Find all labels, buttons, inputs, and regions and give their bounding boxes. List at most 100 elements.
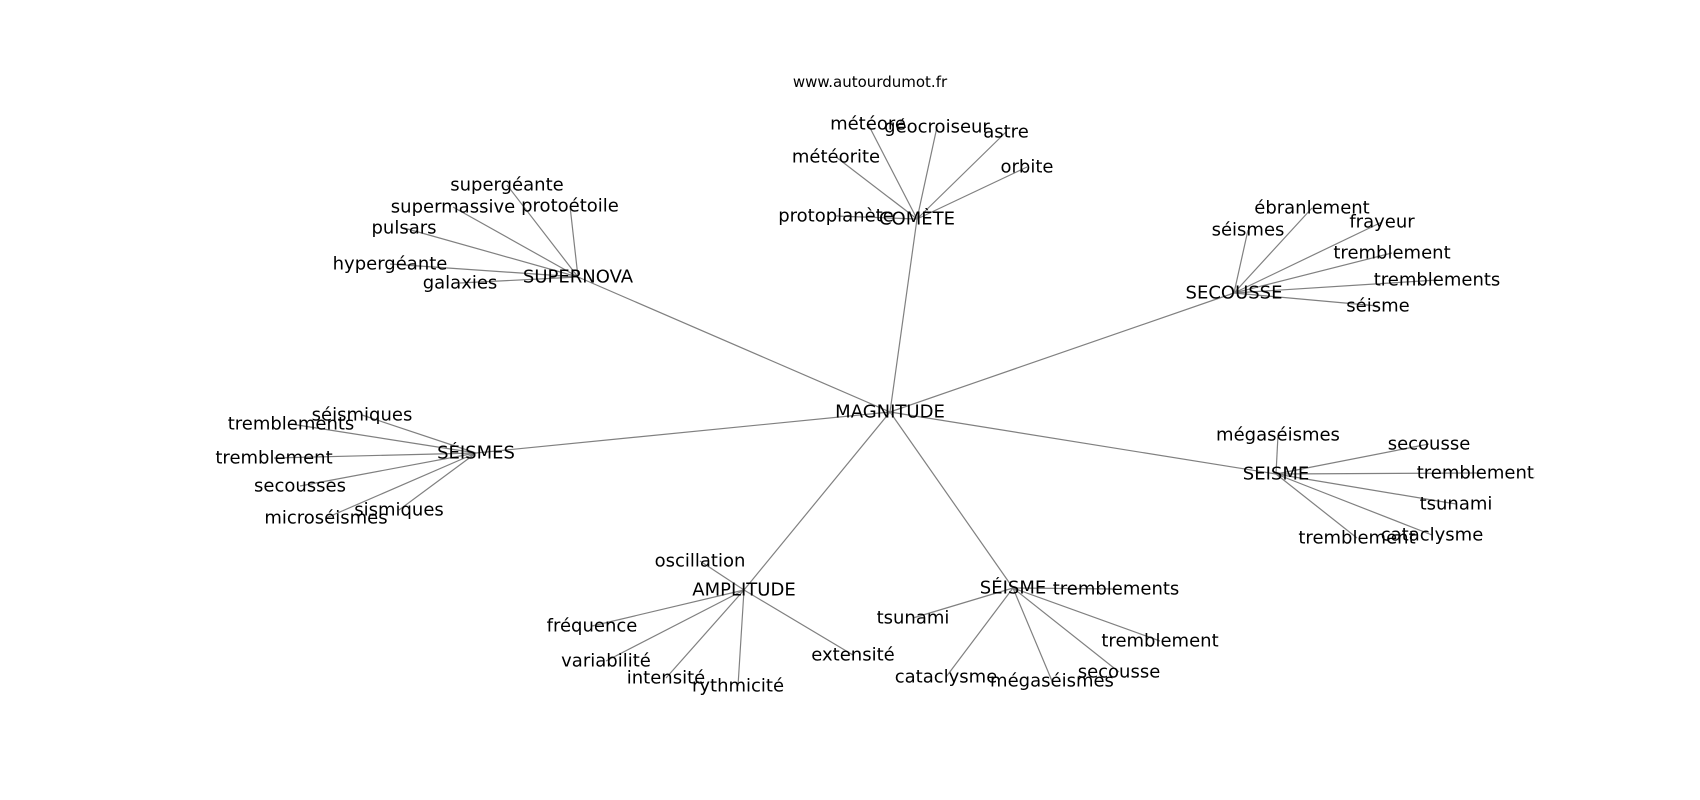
edge-hub-leaf [945, 587, 1014, 678]
leaf-node: astre [983, 122, 1029, 143]
edge-hub-leaf [506, 184, 579, 278]
leaf-node: protoplanète [778, 206, 894, 227]
edge-hub-leaf [867, 123, 918, 220]
labels: MAGNITUDESUPERNOVAsupergéantesupermassiv… [215, 114, 1544, 697]
leaf-node: intensité [627, 668, 705, 689]
hub-node: SUPERNOVA [523, 267, 634, 288]
edge-hub-leaf [1275, 473, 1433, 536]
leaf-node: secousses [254, 476, 346, 497]
edge-hub-leaf [1275, 473, 1457, 505]
leaf-node: tremblements [228, 414, 355, 435]
edge-hub-leaf [1012, 587, 1053, 682]
leaf-node: tremblement [1101, 631, 1218, 652]
leaf-node: cataclysme [895, 667, 998, 688]
edge-hub-leaf [1012, 587, 1161, 642]
edge-hub-leaf [1233, 221, 1383, 294]
edge-hub-leaf [569, 205, 579, 278]
edge-hub-leaf [916, 166, 1028, 220]
edge-hub-leaf [1275, 434, 1279, 475]
hub-node: SECOUSSE [1186, 283, 1283, 304]
edge-hub-leaf [1275, 443, 1430, 475]
leaf-node: mégaséismes [990, 671, 1114, 692]
edge-hub-leaf [591, 589, 745, 627]
leaf-node: galaxies [423, 273, 498, 294]
center-node: MAGNITUDE [835, 402, 945, 423]
leaf-node: oscillation [655, 551, 746, 572]
leaf-node: tremblement [1298, 528, 1415, 549]
edge-hub-leaf [1233, 292, 1379, 307]
edge-hub-leaf [1275, 473, 1358, 539]
leaf-node: extensité [811, 645, 894, 666]
edge-hub-leaf [1275, 472, 1481, 475]
leaf-node: tremblement [1333, 243, 1450, 264]
leaf-node: géocroiseur [884, 117, 990, 138]
edge-center-hub [889, 411, 1014, 589]
hub-node: SÉISME [980, 577, 1046, 599]
leaf-node: rythmicité [692, 676, 784, 697]
edge-hub-leaf [389, 263, 579, 278]
edge-hub-leaf [665, 589, 745, 679]
edge-hub-leaf [1012, 587, 1117, 590]
edge-center-hub [475, 411, 891, 454]
leaf-node: météore [830, 114, 906, 135]
edge-hub-leaf [835, 156, 918, 220]
leaf-node: séisme [1346, 296, 1409, 317]
leaf-node: ébranlement [1254, 198, 1370, 219]
edge-hub-leaf [699, 560, 745, 591]
edge-hub-leaf [1233, 207, 1313, 294]
leaf-node: variabilité [561, 651, 651, 672]
leaf-node: tremblement [215, 448, 332, 469]
edge-hub-leaf [361, 414, 477, 454]
edge-center-hub [889, 292, 1235, 413]
edge-hub-leaf [737, 589, 745, 687]
leaf-node: hypergéante [333, 254, 448, 275]
leaf-node: microséismes [264, 508, 387, 529]
edge-hub-leaf [743, 589, 854, 656]
edge-hub-leaf [403, 227, 579, 278]
edge-center-hub [889, 411, 1277, 475]
edge-hub-leaf [1012, 587, 1120, 673]
edge-hub-leaf [916, 126, 938, 220]
edge-hub-leaf [912, 587, 1014, 619]
leaf-node: sismiques [354, 500, 444, 521]
edge-hub-leaf [459, 276, 579, 284]
edge-hub-leaf [835, 215, 918, 220]
edge-hub-leaf [273, 452, 477, 459]
leaf-node: météorite [792, 147, 880, 168]
edge-hub-leaf [290, 423, 477, 454]
edge-center-hub [577, 276, 891, 413]
hub-node: AMPLITUDE [692, 580, 795, 601]
leaf-node: frayeur [1349, 212, 1415, 233]
leaf-node: tsunami [877, 608, 950, 629]
hub-node: SÉISMES [437, 442, 515, 464]
edge-hub-leaf [299, 452, 477, 487]
edge-hub-leaf [1233, 229, 1249, 294]
leaf-node: fréquence [547, 616, 638, 637]
leaf-node: orbite [1001, 157, 1054, 178]
leaf-node: tremblements [1417, 463, 1544, 484]
edges [273, 123, 1481, 687]
leaf-node: tremblements [1374, 270, 1501, 291]
leaf-node: séismes [1212, 220, 1285, 241]
edge-hub-leaf [325, 452, 477, 519]
leaf-node: mégaséismes [1216, 425, 1340, 446]
edge-hub-leaf [398, 452, 477, 511]
watermark: www.autourdumot.fr [793, 73, 948, 91]
edge-hub-leaf [452, 206, 579, 278]
leaf-node: protoétoile [521, 196, 619, 217]
leaf-node: séismiques [312, 405, 413, 426]
leaf-node: supergéante [450, 175, 563, 196]
leaf-node: secousse [1078, 662, 1161, 683]
leaf-node: tsunami [1420, 494, 1493, 515]
hub-node: COMÈTE [879, 208, 955, 230]
edge-hub-leaf [1233, 279, 1438, 294]
edge-center-hub [889, 218, 918, 413]
edge-center-hub [743, 411, 891, 591]
leaf-node: secousse [1388, 434, 1471, 455]
leaf-node: tremblements [1053, 579, 1180, 600]
edge-hub-leaf [916, 131, 1007, 220]
leaf-node: cataclysme [1381, 525, 1484, 546]
edge-hub-leaf [605, 589, 745, 662]
leaf-node: pulsars [371, 218, 436, 239]
